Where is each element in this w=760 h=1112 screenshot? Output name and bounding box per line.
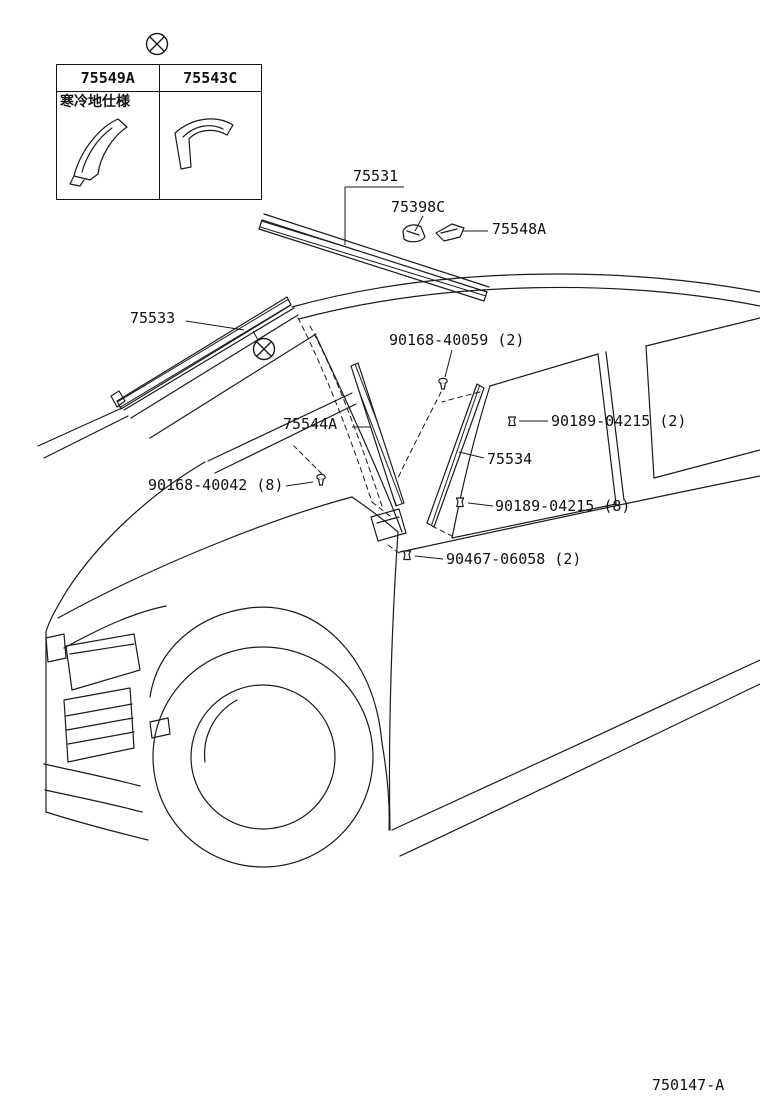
car-body-outline	[37, 273, 760, 841]
roof-moulding-clip-part	[402, 224, 426, 243]
label-clip-belt-moulding: 90467-06058 (2)	[446, 550, 581, 568]
hidden-edge-lines	[293, 317, 481, 556]
screw-icon	[316, 473, 326, 486]
windshield-upper-moulding-part	[116, 296, 292, 410]
roof-drip-moulding-part	[258, 219, 488, 302]
screw-icon	[438, 377, 448, 390]
b-pillar	[597, 353, 617, 505]
label-windshield-upper-moulding: 75533	[130, 309, 175, 327]
label-windshield-side-moulding: 75544A	[283, 415, 337, 433]
circled-x-icon	[252, 337, 276, 361]
label-screw-windshield-upper: 90168-40059 (2)	[389, 331, 524, 349]
front-end-details	[45, 633, 171, 763]
body-side	[388, 317, 760, 857]
diagram-code: 750147-A	[652, 1076, 724, 1094]
cold-region-parts-table: 75549A 75543C 寒冷地仕様	[56, 64, 262, 200]
label-clip-front-pillar-upper: 90189-04215 (2)	[551, 412, 686, 430]
circled-x-icon	[145, 32, 169, 56]
rear-door-window	[645, 317, 760, 347]
moulding-end-cap	[110, 390, 126, 408]
table-cell-75543C	[160, 92, 262, 200]
table-header-part-75543C: 75543C	[183, 69, 238, 87]
headlight	[65, 633, 141, 691]
label-roof-moulding-clip: 75398C	[391, 198, 445, 216]
clip-icon	[455, 497, 465, 508]
table-header-part-75549A: 75549A	[57, 65, 160, 91]
label-clip-front-pillar-lower: 90189-04215 (8)	[495, 497, 630, 515]
fasteners	[316, 377, 517, 561]
windshield-side-moulding-part	[350, 362, 405, 507]
moulding-end-piece-shape	[69, 118, 128, 187]
part-labels: 75531 75398C 75548A 75533 90168-40059 (2…	[130, 167, 686, 568]
table-cell-75549A: 寒冷地仕様	[57, 92, 160, 200]
clip-icon	[507, 416, 517, 427]
fog-lamp	[149, 717, 171, 739]
clip-icon	[402, 550, 412, 561]
roof-moulding-bracket-part	[435, 223, 465, 242]
front-wheel	[149, 606, 390, 868]
moulding-hook-piece-shape	[174, 118, 234, 170]
exploded-mouldings	[110, 213, 490, 542]
label-front-pillar-moulding: 75534	[487, 450, 532, 468]
table-body-row: 寒冷地仕様	[57, 92, 261, 200]
grille	[63, 687, 135, 763]
label-roof-moulding-bracket: 75548A	[492, 220, 546, 238]
table-header-row: 75549A 75543C	[57, 65, 261, 92]
label-screw-windshield-lower: 90168-40042 (8)	[148, 476, 283, 494]
front-door-window	[489, 353, 599, 387]
turn-signal	[45, 633, 67, 663]
label-roof-drip-moulding: 75531	[353, 167, 398, 185]
pillar-moulding-end-bracket	[370, 508, 407, 542]
leader-lines	[185, 186, 548, 560]
cold-region-spec-label: 寒冷地仕様	[60, 94, 130, 110]
front-pillar-moulding-part	[426, 383, 485, 528]
